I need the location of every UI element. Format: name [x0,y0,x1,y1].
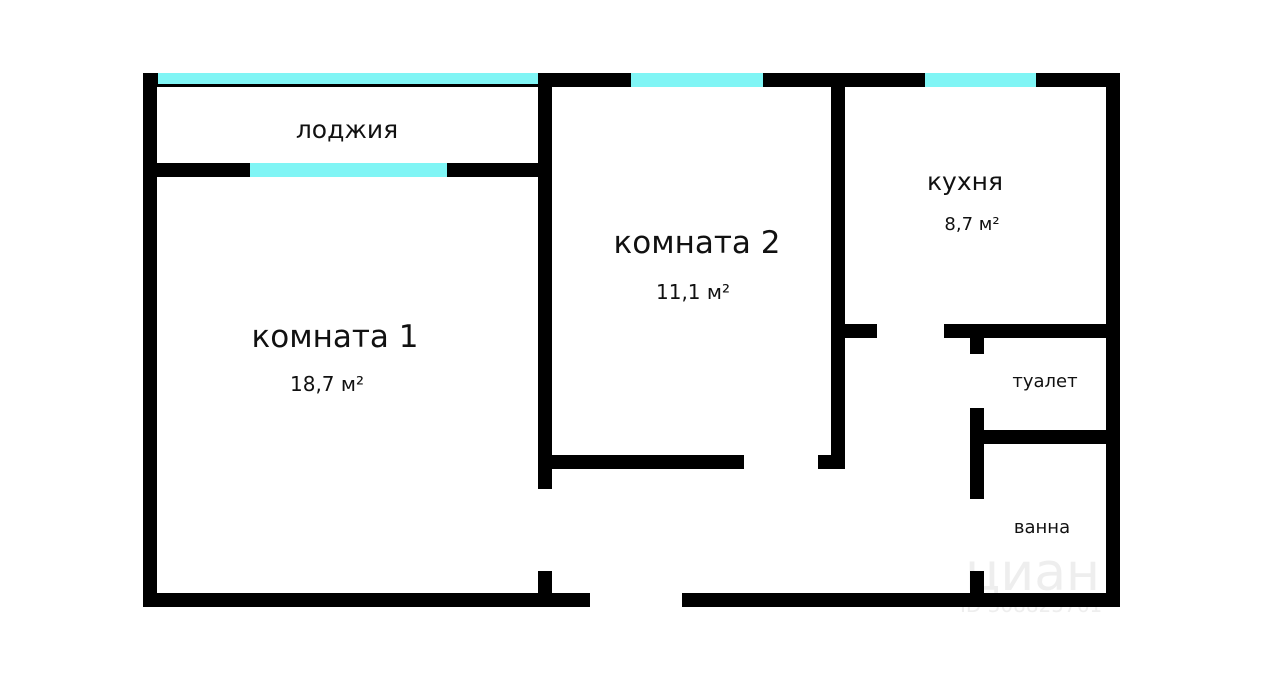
room-name-room2: комната 2 [614,225,781,261]
wall-room2-kitchen [831,73,845,469]
window-room2 [631,73,763,87]
room-labels: лоджия комната 1 18,7 м² комната 2 11,1 … [252,115,1078,538]
wall-kitchen-bottom-left [831,324,877,338]
wall-outer-right [1106,73,1120,607]
room-name-loggia: лоджия [296,115,398,144]
wall-kitchen-bottom-right [944,324,1120,338]
room-name-kitchen: кухня [927,167,1003,196]
wall-room1-stub [538,571,552,607]
wall-toilet-bath [970,430,1120,444]
room-name-toilet: туалет [1012,371,1077,392]
wall-room1-room2 [538,73,552,489]
wall-toilet-left-top [970,324,984,354]
room-area-kitchen: 8,7 м² [944,214,999,235]
walls [143,73,1120,607]
room-area-room2: 11,1 м² [656,280,730,304]
room-area-room1: 18,7 м² [290,372,364,396]
room-name-room1: комната 1 [252,319,419,355]
wall-outer-bottom-left [143,593,590,607]
wall-room2-bottom-left [538,455,744,469]
room-name-bath: ванна [1014,517,1070,538]
windows [158,73,1036,177]
window-kitchen [925,73,1036,87]
window-loggia-room1 [250,163,447,177]
window-loggia-outer [158,73,538,84]
wall-bath-left-bottom [970,571,984,607]
wall-outer-bottom-right [682,593,1120,607]
wall-toilet-left-mid [970,408,984,499]
wall-outer-left [143,73,157,607]
